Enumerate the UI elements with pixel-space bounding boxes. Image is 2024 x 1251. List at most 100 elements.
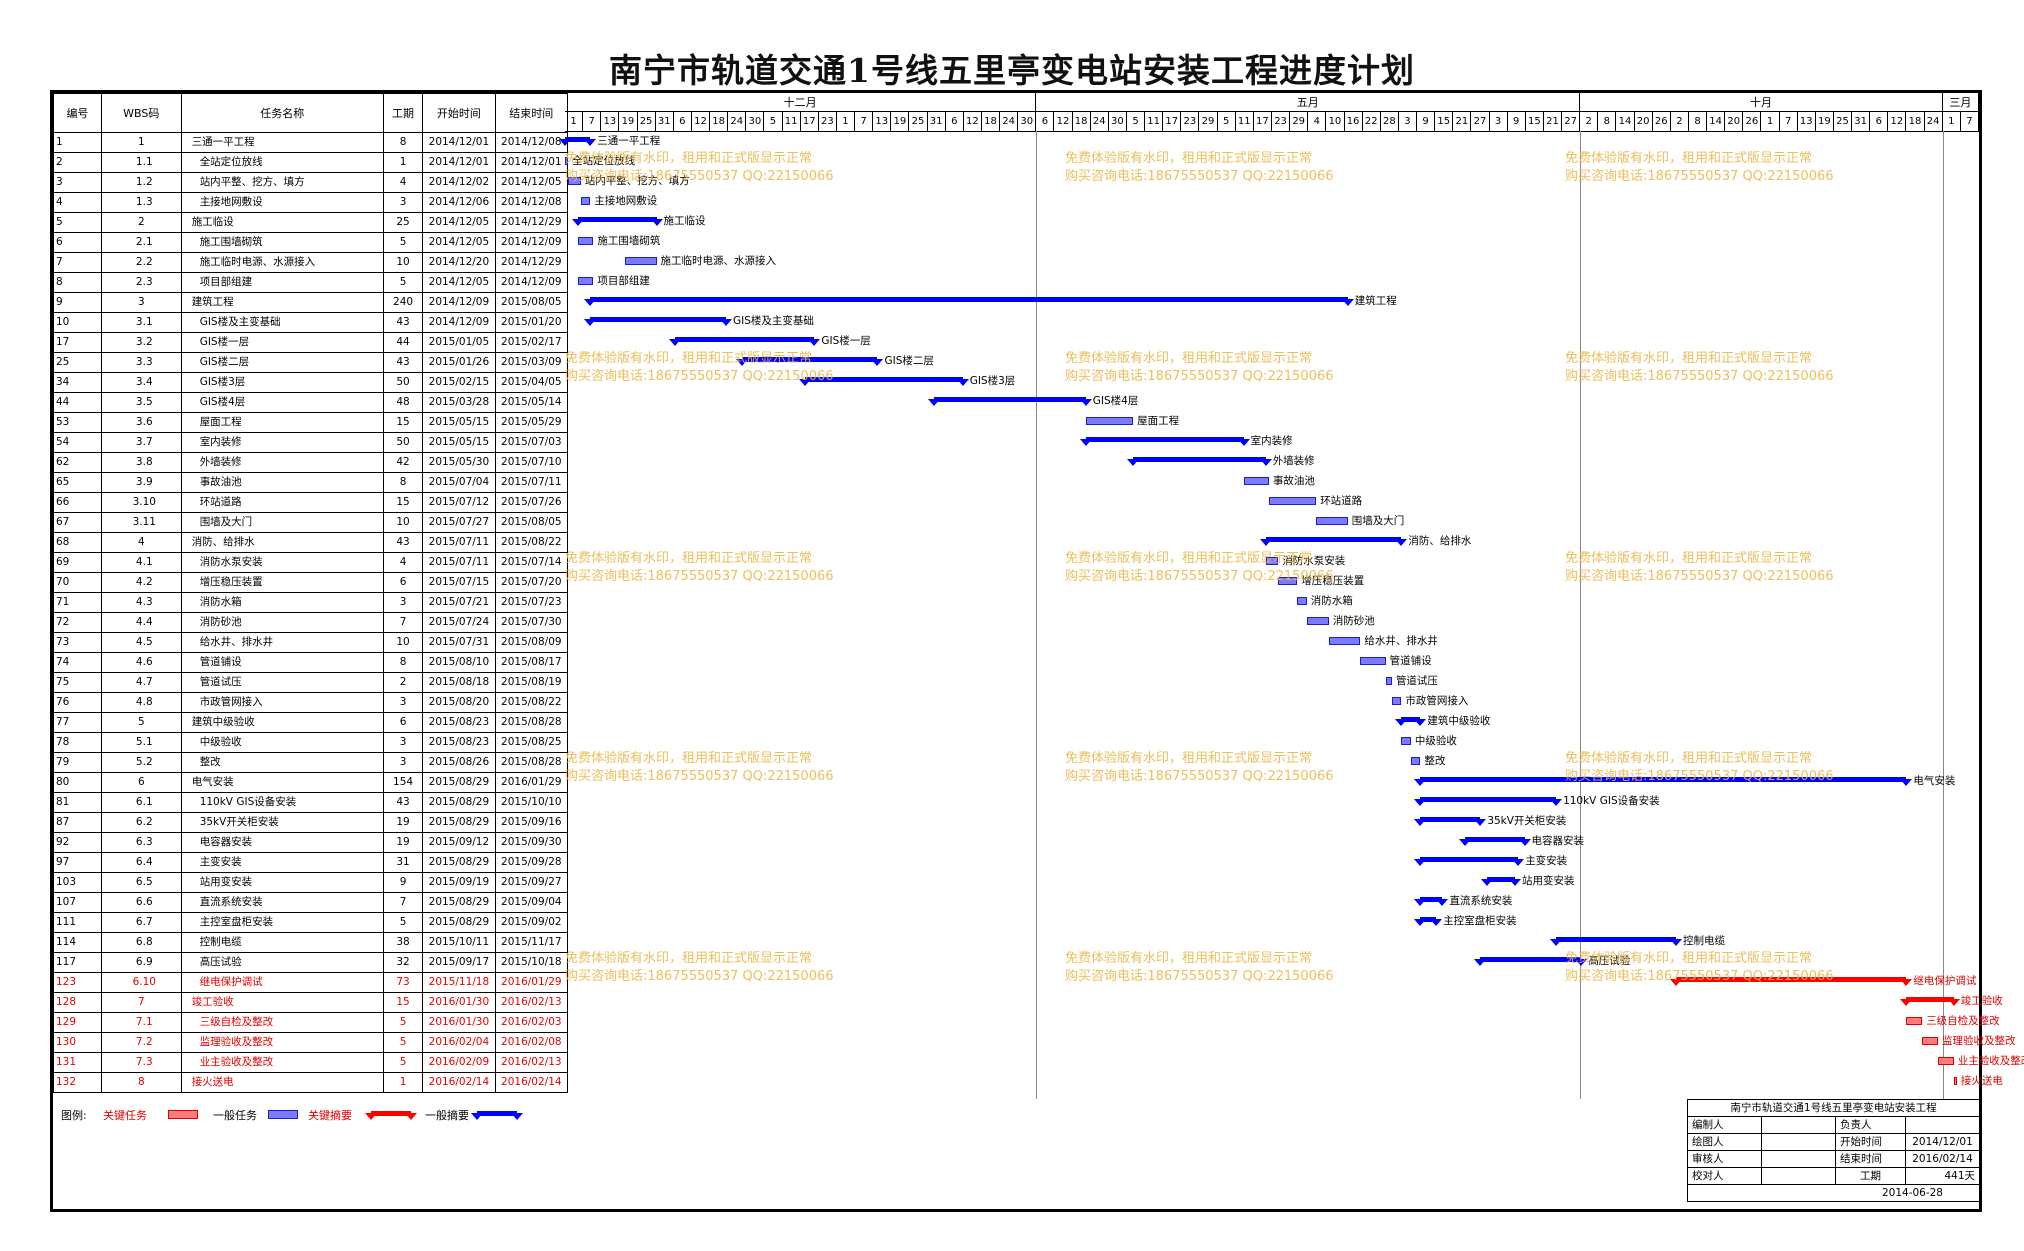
task-end: 2015/10/18: [494, 952, 569, 973]
task-id: 75: [53, 672, 102, 693]
gantt-summary-bar: [1458, 837, 1531, 846]
task-start: 2015/08/10: [422, 652, 496, 673]
task-duration: 4: [382, 172, 424, 193]
watermark-line: 购买咨询电话:18675550537 QQ:22150066: [1565, 769, 1834, 784]
task-duration: 15: [382, 412, 424, 433]
task-start: 2015/11/18: [422, 972, 496, 993]
task-duration: 7: [382, 612, 424, 633]
task-start: 2015/07/11: [422, 552, 496, 573]
timeline-day: 19: [891, 112, 910, 131]
gantt-summary-bar: [1414, 897, 1449, 906]
gantt-summary-bar: [1474, 957, 1588, 966]
watermark-line: 免费体验版有水印，租用和正式版显示正常: [565, 151, 813, 166]
watermark-line: 免费体验版有水印，租用和正式版显示正常: [1065, 151, 1313, 166]
task-end: 2015/09/16: [494, 812, 569, 833]
timeline-day: 23: [1272, 112, 1291, 131]
plan-date: 2014-06-28: [1687, 1184, 1980, 1202]
task-wbs: 1.2: [100, 172, 182, 193]
task-end: 2014/12/29: [494, 212, 569, 233]
timeline-day: 25: [1834, 112, 1853, 131]
period-divider: [1580, 131, 1582, 1099]
gantt-task-bar: [1410, 757, 1421, 765]
legend: 图例: 关键任务 一般任务 关键摘要 一般摘要: [53, 1099, 1985, 1129]
gantt-summary-bar: [1414, 917, 1443, 926]
task-end: 2015/07/14: [494, 552, 569, 573]
watermark-line: 免费体验版有水印，租用和正式版显示正常: [1565, 551, 1813, 566]
task-end: 2015/09/02: [494, 912, 569, 933]
task-end: 2014/12/29: [494, 252, 569, 273]
task-wbs: 3.1: [100, 312, 182, 333]
watermark-line: 购买咨询电话:18675550537 QQ:22150066: [1065, 969, 1334, 984]
task-duration: 5: [382, 1032, 424, 1053]
task-id: 53: [53, 412, 102, 433]
watermark: 免费体验版有水印，租用和正式版显示正常购买咨询电话:18675550537 QQ…: [565, 550, 834, 586]
timeline-day: 7: [583, 112, 602, 131]
watermark: 免费体验版有水印，租用和正式版显示正常购买咨询电话:18675550537 QQ…: [565, 950, 834, 986]
legend-normal-task-swatch: [268, 1110, 298, 1119]
watermark-line: 免费体验版有水印，租用和正式版显示正常: [565, 951, 813, 966]
timeline-day: 24: [1000, 112, 1019, 131]
gantt-task-bar: [565, 157, 569, 165]
task-start: 2014/12/09: [422, 312, 496, 333]
timeline-day: 7: [855, 112, 874, 131]
legend-normal-summary-swatch: [471, 1111, 523, 1120]
task-duration: 3: [382, 752, 424, 773]
gantt-bar-label: 项目部组建: [597, 275, 650, 287]
task-id: 92: [53, 832, 102, 853]
task-start: 2015/07/21: [422, 592, 496, 613]
watermark-line: 购买咨询电话:18675550537 QQ:22150066: [565, 969, 834, 984]
task-start: 2015/08/23: [422, 712, 496, 733]
task-end: 2015/08/17: [494, 652, 569, 673]
task-wbs: 6.2: [100, 812, 182, 833]
gantt-summary-bar: [1127, 457, 1272, 466]
timeline-day: 8: [1598, 112, 1617, 131]
gantt-bar-label: 施工围墙砌筑: [597, 235, 661, 247]
task-wbs: 6.1: [100, 792, 182, 813]
task-start: 2015/05/30: [422, 452, 496, 473]
task-wbs: 4.3: [100, 592, 182, 613]
timeline-day: 15: [1526, 112, 1544, 131]
task-duration: 73: [382, 972, 424, 993]
gantt-summary-bar: [584, 317, 732, 326]
gantt-bar-label: 整改: [1424, 755, 1446, 767]
timeline-day: 19: [619, 112, 638, 131]
task-duration: 25: [382, 212, 424, 233]
gantt-bar-label: 外墙装修: [1272, 455, 1315, 467]
task-end: 2015/09/30: [494, 832, 569, 853]
task-start: 2015/09/12: [422, 832, 496, 853]
gantt-task-bar: [1328, 637, 1361, 645]
task-duration: 50: [382, 432, 424, 453]
task-end: 2014/12/09: [494, 232, 569, 253]
watermark-line: 免费体验版有水印，租用和正式版显示正常: [1065, 951, 1313, 966]
task-start: 2015/08/26: [422, 752, 496, 773]
task-wbs: 6.6: [100, 892, 182, 913]
timeline-day: 30: [1109, 112, 1127, 131]
task-wbs: 3: [100, 292, 182, 313]
gantt-bar-label: 施工临时电源、水源接入: [660, 255, 777, 267]
task-end: 2016/01/29: [494, 972, 569, 993]
watermark-line: 购买咨询电话:18675550537 QQ:22150066: [565, 169, 834, 184]
task-id: 81: [53, 792, 102, 813]
timeline-day: 16: [1345, 112, 1363, 131]
task-wbs: 4.5: [100, 632, 182, 653]
task-name: 消防水箱: [180, 592, 384, 613]
gantt-task-bar: [577, 277, 594, 285]
watermark: 免费体验版有水印，租用和正式版显示正常购买咨询电话:18675550537 QQ…: [1065, 950, 1334, 986]
gantt-summary-bar: [735, 357, 884, 366]
task-wbs: 3.11: [100, 512, 182, 533]
timeline-day: 17: [1163, 112, 1182, 131]
task-end: 2016/02/14: [494, 1072, 569, 1093]
column-header: 工期: [382, 93, 424, 133]
task-name: 室内装修: [180, 432, 384, 453]
